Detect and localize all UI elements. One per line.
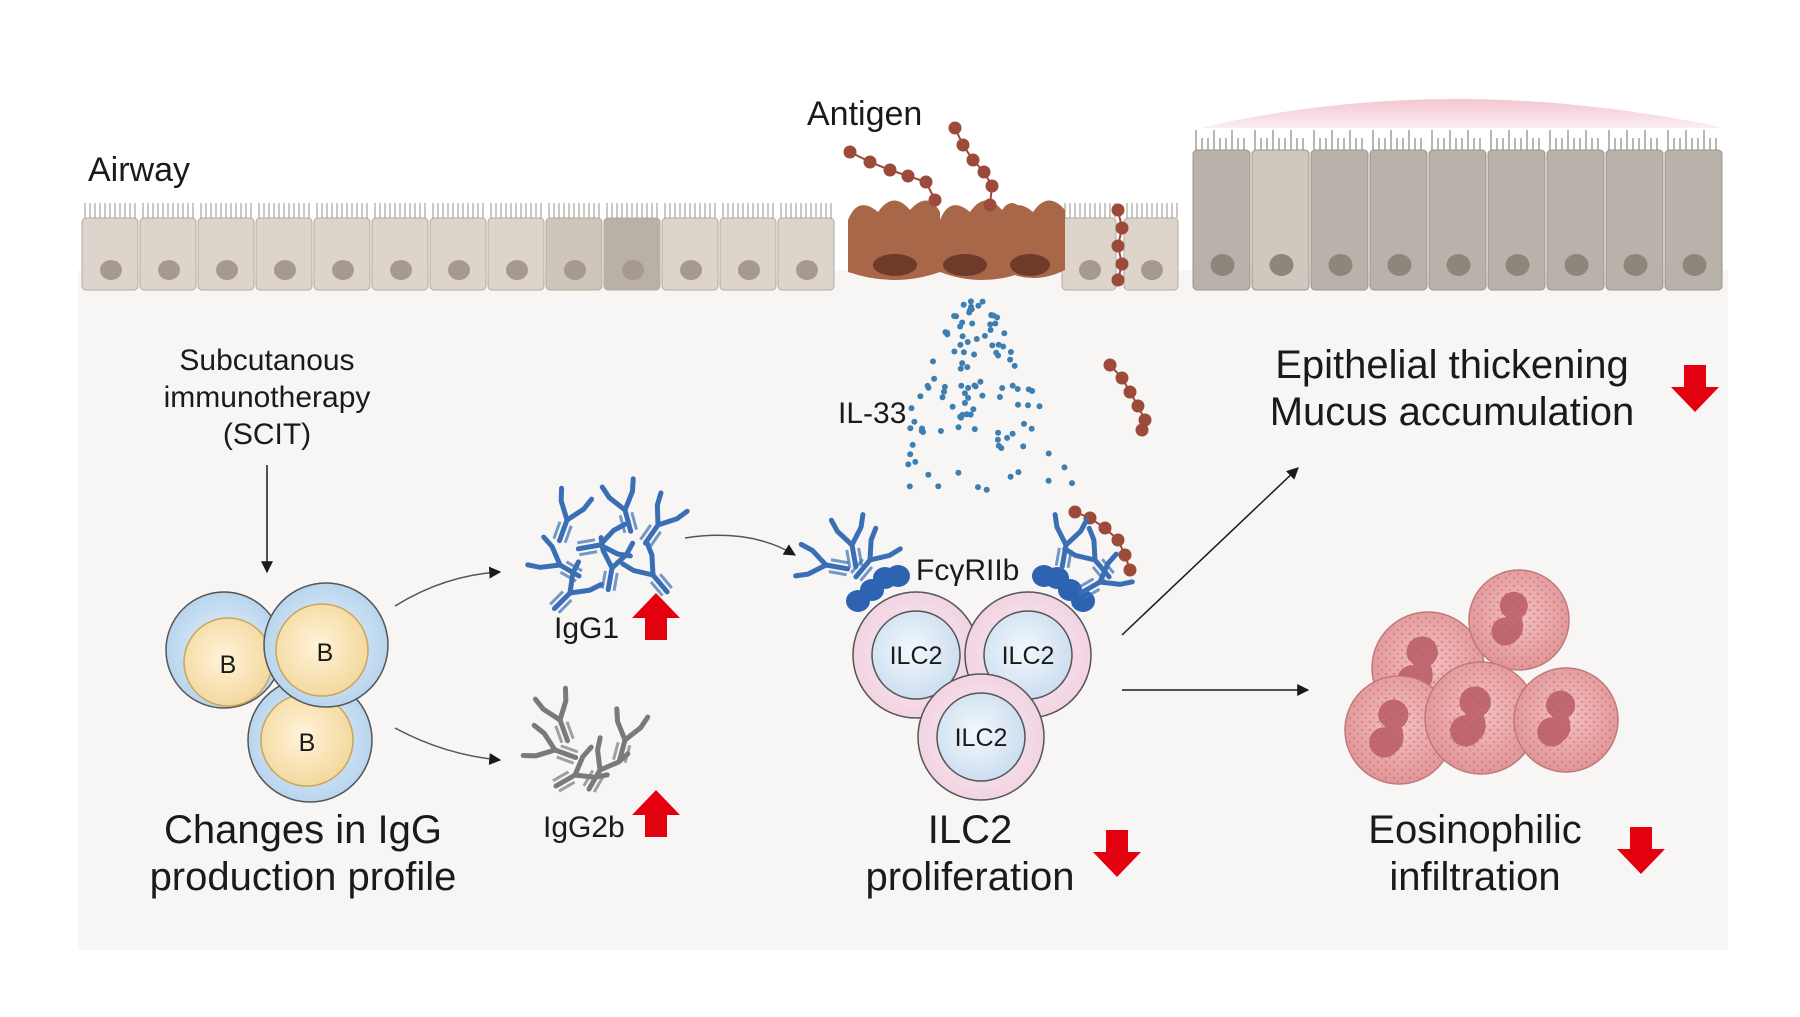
thickened-epithelial-cell bbox=[1192, 130, 1251, 291]
antibody bbox=[532, 685, 575, 744]
airway-label: Airway bbox=[88, 151, 190, 189]
up-arrow-icon bbox=[632, 790, 680, 837]
thickened-epithelial-cell bbox=[1251, 130, 1310, 291]
epithelial-cell bbox=[139, 203, 197, 291]
eosinophil bbox=[1424, 661, 1538, 775]
mucus-accumulation-label: Mucus accumulation bbox=[1270, 390, 1635, 434]
eosinophil bbox=[1513, 667, 1619, 773]
epithelial-cell bbox=[777, 203, 835, 291]
epithelial-cell bbox=[255, 203, 313, 291]
igg1-to-ilc2-arrow bbox=[684, 534, 797, 556]
antibody bbox=[520, 722, 579, 765]
scit-label-line2: immunotherapy bbox=[164, 381, 371, 414]
scit-label-line3: (SCIT) bbox=[223, 418, 311, 451]
fcr-bound-antibodies bbox=[793, 512, 1135, 600]
ilc2-label: ILC2 bbox=[1002, 642, 1055, 670]
antibody bbox=[549, 559, 604, 614]
antibody bbox=[575, 521, 633, 559]
epithelial-cell bbox=[197, 203, 255, 291]
down-arrow-icon bbox=[1093, 830, 1141, 877]
antibody bbox=[850, 525, 903, 582]
antibody bbox=[793, 541, 851, 579]
b-cell-cluster: B B B bbox=[165, 582, 389, 803]
thickened-epithelial-cell bbox=[1487, 130, 1546, 291]
antibody bbox=[612, 706, 651, 764]
antigen bbox=[843, 145, 942, 207]
igg-profile-label-line2: production profile bbox=[150, 855, 457, 899]
epithelial-cell bbox=[371, 203, 429, 291]
airway-epithelium bbox=[81, 130, 1723, 291]
antibody bbox=[552, 485, 595, 544]
epithelial-cell bbox=[487, 203, 545, 291]
epithelial-cell bbox=[1123, 203, 1179, 291]
fcr-label: FcγRIIb bbox=[916, 554, 1019, 587]
epithelial-cell bbox=[719, 203, 777, 291]
antigen bbox=[1111, 203, 1129, 287]
thickened-epithelial-cell bbox=[1546, 130, 1605, 291]
thickened-epithelial-cell bbox=[1664, 130, 1723, 291]
epithelial-cell bbox=[313, 203, 371, 291]
ilc2-cell: ILC2 bbox=[917, 673, 1045, 801]
thickened-epithelial-cell bbox=[1310, 130, 1369, 291]
thickened-epithelial-cell bbox=[1605, 130, 1664, 291]
eosinophil bbox=[1344, 675, 1454, 785]
antigen bbox=[1103, 358, 1152, 437]
mucus-layer bbox=[1200, 99, 1725, 128]
down-arrow-icon bbox=[1671, 365, 1719, 412]
antibody bbox=[620, 540, 673, 597]
up-arrow-icon bbox=[632, 593, 680, 640]
igg2b-antibodies bbox=[520, 685, 651, 793]
eosinophilic-label-line1: Eosinophilic bbox=[1368, 808, 1581, 852]
damaged-epithelial-cells bbox=[848, 200, 1065, 280]
epithelial-cell bbox=[1061, 203, 1117, 291]
epithelial-cell bbox=[661, 203, 719, 291]
antibody bbox=[582, 735, 631, 793]
ilc2-to-epithelial-arrow bbox=[1121, 467, 1299, 636]
il33-dots bbox=[905, 298, 1075, 493]
antigen bbox=[948, 121, 999, 212]
eosinophil bbox=[1468, 569, 1570, 671]
il33-label: IL-33 bbox=[838, 397, 906, 430]
fcr-receptor-left bbox=[846, 565, 910, 612]
ilc2-proliferation-label-line1: ILC2 bbox=[928, 808, 1013, 852]
down-arrow-icon bbox=[1617, 827, 1665, 874]
ilc2-proliferation-label-line2: proliferation bbox=[865, 855, 1074, 899]
igg1-antibodies bbox=[525, 476, 690, 614]
epithelial-cell bbox=[603, 203, 661, 291]
ilc2-label: ILC2 bbox=[955, 724, 1008, 752]
epithelial-cell bbox=[81, 203, 139, 291]
b-cell: B bbox=[263, 582, 389, 708]
b-cell: B bbox=[247, 677, 373, 803]
scit-label-line1: Subcutanous bbox=[179, 344, 354, 377]
igg2b-label: IgG2b bbox=[543, 811, 625, 844]
eosinophil-cluster bbox=[1344, 569, 1619, 785]
thickened-epithelial-cell bbox=[1428, 130, 1487, 291]
antibody bbox=[639, 490, 690, 548]
b-cell-label: B bbox=[299, 729, 316, 757]
igg1-label: IgG1 bbox=[554, 612, 619, 645]
b-to-igg1-arrow bbox=[394, 566, 502, 607]
b-cell-label: B bbox=[317, 639, 334, 667]
antigen-chains bbox=[843, 121, 1152, 577]
thickened-epithelial-cell bbox=[1369, 130, 1428, 291]
ilc2-cluster: ILC2 ILC2 ILC2 bbox=[852, 591, 1092, 801]
antibody bbox=[1062, 525, 1115, 582]
b-cell-label: B bbox=[220, 651, 237, 679]
epithelial-cell bbox=[545, 203, 603, 291]
eosinophilic-label-line2: infiltration bbox=[1389, 855, 1560, 899]
antibody bbox=[1077, 551, 1135, 600]
b-to-igg2b-arrow bbox=[394, 727, 502, 765]
epithelial-thickening-label: Epithelial thickening bbox=[1275, 343, 1629, 387]
epithelial-cell bbox=[429, 203, 487, 291]
antigen-label: Antigen bbox=[807, 95, 922, 133]
igg-profile-label-line1: Changes in IgG bbox=[164, 808, 442, 852]
ilc2-label: ILC2 bbox=[890, 642, 943, 670]
